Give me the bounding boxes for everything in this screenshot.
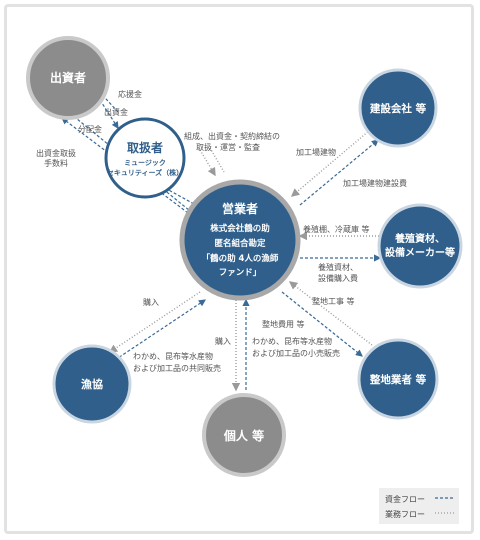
label-joint-line1: わかめ、昆布等水産物 [133,351,213,361]
flow-purchase-fishery [114,299,206,361]
center-line1: 株式会社鶴の助 [210,223,270,234]
individual-title: 個人 等 [223,428,264,443]
flow-factory-building [290,129,371,197]
label-rafts: 養殖棚、冷蔵庫 等 [303,224,370,234]
label-shusshikin: 出資金 [104,107,128,117]
label-ouenkin: 応援金 [118,89,142,99]
land-title: 整地業者 等 [369,373,427,386]
flow-leveling-work [288,281,373,346]
legend-business-label: 業務フロー [385,510,425,519]
node-handler: 取扱者 ミュージック セキュリティーズ（株） [104,117,186,199]
flow-investment-to-center [65,109,196,216]
legend-fund-line [435,497,455,499]
label-setup-line2: 取扱・運営・監査 [196,142,260,152]
handler-sub1: ミュージック [124,158,166,167]
node-center: 営業者 株式会社鶴の助 匿名組合勘定 「鶴の助 4人の漁師 ファンド」 [179,179,301,301]
legend-business-line [435,512,455,514]
center-line3: 「鶴の助 4人の漁師 [202,253,279,264]
node-fishery: 漁協 [52,344,132,424]
label-joint-line2: および加工品の共同販売 [133,363,221,373]
label-leveling-work: 整地工事 等 [312,296,355,306]
flow-factory-cost [299,139,379,206]
node-construction: 建設会社 等 [358,68,438,148]
flow-leveling-cost [281,291,363,357]
label-bunpaikin: 分配金 [78,124,102,134]
flow-handler-to-center [164,187,207,211]
center-title: 営業者 [222,201,258,216]
connector-lines [61,87,382,392]
label-purchase-fishery: 購入 [143,297,159,307]
center-line4: ファンド」 [219,268,262,278]
node-supplier: 養殖資材、 設備メーカー等 [377,203,463,289]
supplier-line2: 設備メーカー等 [385,246,455,259]
label-fee-line2: 手数料 [44,158,68,168]
legend: 資金フロー 業務フロー [379,488,459,524]
label-leveling-cost: 整地費用 等 [262,319,305,329]
flow-labels: 応援金 出資金 分配金 出資金取扱 手数料 組成、出資金・契約締結の 取扱・運営… [36,89,407,373]
label-retail-line1: わかめ、昆布等水産物 [252,336,332,346]
investor-title: 出資者 [50,70,86,85]
label-retail-line2: および加工品の小売販売 [252,348,340,358]
handler-title: 取扱者 [127,140,163,155]
flow-investment-to-handler [99,99,119,130]
construction-title: 建設会社 等 [369,102,427,115]
label-setup-line1: 組成、出資金・契約締結の [184,131,280,141]
node-individual: 個人 等 [202,393,286,477]
supplier-line1: 養殖資材、 [394,232,445,245]
center-line2: 匿名組合勘定 [214,238,266,249]
label-materials-line1: 養殖資材、 [318,262,358,272]
node-investor: 出資者 [26,36,110,120]
flow-joint-sales [108,291,201,353]
handler-sub2: セキュリティーズ（株） [107,168,183,177]
node-land: 整地業者 等 [357,338,439,420]
label-materials-line2: 設備購入費 [318,273,358,283]
label-factory-building: 加工場建物 [296,147,336,157]
label-factory-cost: 加工場建物建設費 [343,178,407,188]
flow-setup-services [199,149,216,177]
label-purchase-individual: 購入 [215,336,231,346]
legend-fund-label: 資金フロー [385,495,425,504]
label-fee-line1: 出資金取扱 [36,148,76,158]
fishery-title: 漁協 [81,377,103,391]
